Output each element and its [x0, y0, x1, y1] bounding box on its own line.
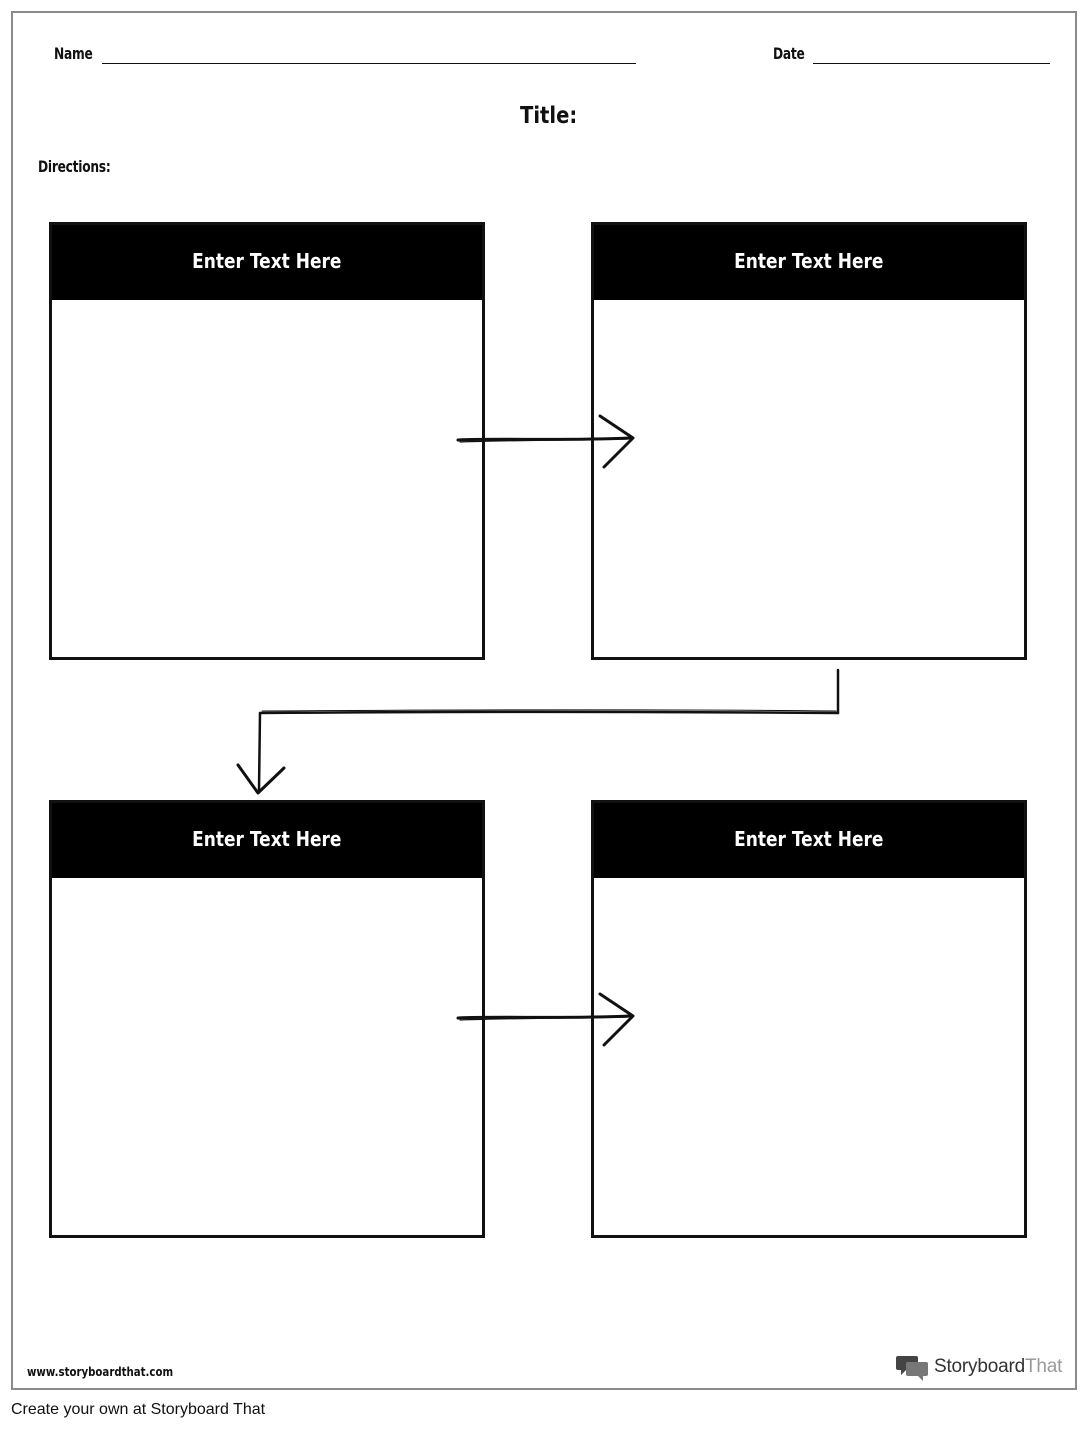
box-heading[interactable]: Enter Text Here [192, 248, 342, 273]
brand-primary: Storyboard [934, 1356, 1025, 1377]
sequence-box-3[interactable]: Enter Text Here [49, 800, 485, 1238]
sequence-box-1[interactable]: Enter Text Here [49, 222, 485, 660]
box-heading[interactable]: Enter Text Here [192, 826, 342, 851]
date-label: Date [773, 44, 805, 63]
box-header: Enter Text Here [52, 803, 482, 878]
box-header: Enter Text Here [52, 225, 482, 300]
brand-name: StoryboardThat [934, 1356, 1062, 1378]
speech-bubbles-icon [896, 1356, 928, 1381]
storyboardthat-logo[interactable]: StoryboardThat [896, 1352, 1062, 1382]
box-header: Enter Text Here [594, 803, 1024, 878]
create-your-own-link[interactable]: Create your own at Storyboard That [11, 1401, 266, 1418]
name-label: Name [54, 44, 93, 63]
name-field-line[interactable] [102, 63, 636, 64]
box-heading[interactable]: Enter Text Here [734, 248, 884, 273]
sequence-box-2[interactable]: Enter Text Here [591, 222, 1027, 660]
brand-secondary: That [1024, 1356, 1063, 1377]
box-heading[interactable]: Enter Text Here [734, 826, 884, 851]
sequence-box-4[interactable]: Enter Text Here [591, 800, 1027, 1238]
directions-label: Directions: [38, 157, 111, 176]
page-title: Title: [520, 103, 578, 129]
box-header: Enter Text Here [594, 225, 1024, 300]
date-field-line[interactable] [813, 63, 1050, 64]
footer-url[interactable]: www.storyboardthat.com [27, 1365, 174, 1379]
